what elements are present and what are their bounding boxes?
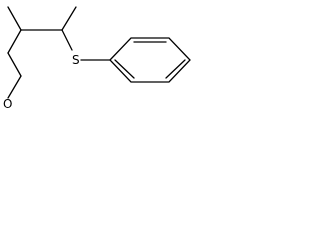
- sulfur-atom-label: S: [72, 53, 80, 67]
- bond-methyl-c2: [7, 6, 22, 31]
- phenyl-inner-bond-2: [165, 59, 186, 79]
- phenyl-inner-bond-3: [114, 59, 135, 79]
- oxygen-atom-label: O: [3, 97, 12, 111]
- structure-diagram: O S: [3, 6, 191, 111]
- bond-c0-oxygen: [7, 75, 22, 99]
- carbon-chain: [7, 6, 111, 99]
- bond-c2-c1: [7, 29, 22, 54]
- bond-c3-methyl: [61, 6, 77, 31]
- bond-c3-sulfur: [61, 29, 73, 51]
- phenyl-ring: [109, 37, 191, 83]
- bond-c1-c0: [7, 52, 22, 77]
- phenyl-ring-outline: [109, 37, 191, 83]
